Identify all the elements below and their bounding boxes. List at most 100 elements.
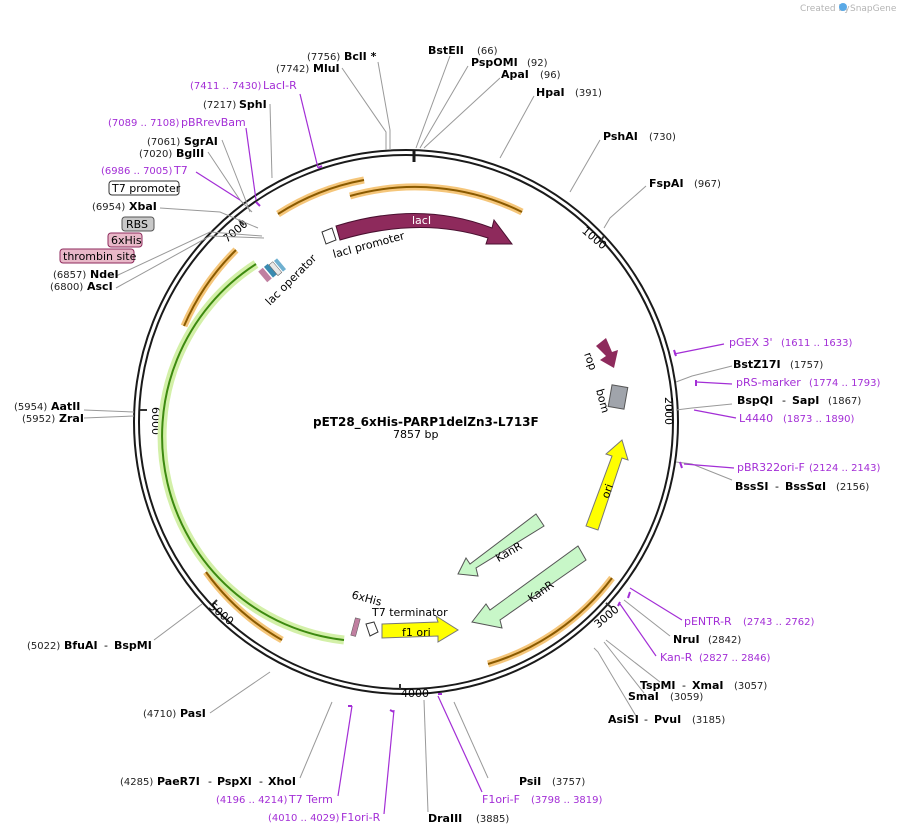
svg-text:-: -	[682, 679, 686, 692]
enzyme-name: NdeI	[90, 268, 119, 281]
lac-operator-cluster	[258, 258, 287, 283]
enzyme-pos: (66)	[477, 46, 498, 57]
enzyme-name: TspMI	[640, 679, 676, 692]
boxed-label-6xhis: 6xHis	[111, 234, 142, 247]
enzyme-pos: (6800)	[50, 282, 83, 293]
primer-name: F1ori-F	[482, 793, 520, 806]
enzyme-pos: (7020)	[139, 149, 172, 160]
primer-name: pENTR-R	[684, 615, 732, 628]
enzyme-pos: (4285)	[120, 777, 153, 788]
primer-pos: (1611 .. 1633)	[781, 338, 853, 349]
rop-label: rop	[581, 351, 599, 372]
primer-pos: (6986 .. 7005)	[101, 166, 173, 177]
enzyme-pos: (730)	[649, 132, 676, 143]
tick-label-1000: 1000	[579, 224, 609, 252]
enzyme-pos: (3185)	[692, 715, 725, 726]
ori-label: ori	[599, 482, 616, 500]
f1-ori-arrow	[381, 614, 459, 643]
tick-label-7000: 7000	[220, 217, 250, 245]
enzyme-name: SphI	[239, 98, 267, 111]
enzyme-name: BssSI	[735, 480, 769, 493]
primer-marks	[255, 165, 697, 713]
primer-pos: (2743 .. 2762)	[743, 617, 815, 628]
enzyme-pos: (3885)	[476, 814, 509, 825]
enzyme-name: PasI	[180, 707, 206, 720]
primer-name: LacI-R	[263, 79, 297, 92]
primer-labels: (7411 .. 7430) LacI-R (7089 .. 7108) pBR…	[101, 79, 881, 824]
enzyme-name: BstZ17I	[733, 358, 781, 371]
svg-text:-: -	[104, 639, 108, 652]
enzyme-name: DraIII	[428, 812, 462, 825]
enzyme-name: PshAI	[603, 130, 638, 143]
enzyme-pos: (6954)	[92, 202, 125, 213]
enzyme-pos: (3057)	[734, 681, 767, 692]
enzyme-name: NruI	[673, 633, 700, 646]
enzyme-name: ZraI	[59, 412, 84, 425]
enzyme-pos: (2842)	[708, 635, 741, 646]
primer-name: pGEX 3'	[729, 336, 773, 349]
his-tag-label: 6xHis	[350, 588, 383, 609]
enzyme-name: XbaI	[129, 200, 157, 213]
primer-pos: (1873 .. 1890)	[783, 414, 855, 425]
enzyme-pos: (391)	[575, 88, 602, 99]
bom-box	[607, 384, 629, 410]
enzyme-name: BspQI	[737, 394, 773, 407]
enzyme-name: BssSαI	[785, 480, 826, 493]
primer-pos: (7089 .. 7108)	[108, 118, 180, 129]
enzyme-name: BglII	[176, 147, 204, 160]
primer-pos: (4196 .. 4214)	[216, 795, 288, 806]
enzyme-pos: (3757)	[552, 777, 585, 788]
enzyme-name: PaeR7I	[157, 775, 200, 788]
enzyme-labels: (7756) BclI * (7742) MluI (7217) SphI (7…	[14, 44, 869, 825]
enzyme-pos: (5954)	[14, 402, 47, 413]
enzyme-name: SmaI	[628, 690, 659, 703]
backbone-outer	[133, 149, 679, 695]
enzyme-pos: (4710)	[143, 709, 176, 720]
primer-pos: (2827 .. 2846)	[699, 653, 771, 664]
enzyme-pos: (7217)	[203, 100, 236, 111]
leader-lines	[83, 55, 733, 813]
primer-name: T7	[173, 164, 188, 177]
primer-name: T7 Term	[288, 793, 333, 806]
enzyme-pos: (1867)	[828, 396, 861, 407]
svg-text:-: -	[644, 713, 648, 726]
tick-label-2000: 2000	[662, 397, 675, 425]
enzyme-pos: (92)	[527, 58, 548, 69]
enzyme-pos: (7756)	[307, 52, 340, 63]
enzyme-name: BstEII	[428, 44, 464, 57]
enzyme-pos: (6857)	[53, 270, 86, 281]
enzyme-pos: (7742)	[276, 64, 309, 75]
laci-arrow[interactable]	[335, 213, 513, 245]
credit-text: Created by	[800, 4, 850, 14]
f1-ori-label: f1 ori	[402, 626, 431, 639]
enzyme-name: XmaI	[692, 679, 723, 692]
enzyme-name: FspAI	[649, 177, 684, 190]
enzyme-name: XhoI	[268, 775, 296, 788]
primer-leader-lines	[195, 93, 737, 815]
orf-arcs	[157, 176, 615, 668]
enzyme-pos: (2156)	[836, 482, 869, 493]
enzyme-pos: (5952)	[22, 414, 55, 425]
enzyme-name: BfuAI	[64, 639, 98, 652]
boxed-label-thrombin-site: thrombin site	[63, 250, 137, 263]
bom-label: bom	[593, 387, 612, 414]
laci-promoter-arrow	[321, 227, 337, 245]
boxed-labels: T7 promoter RBS 6xHis thrombin site	[59, 180, 181, 264]
enzyme-name: AscI	[87, 280, 113, 293]
enzyme-pos: (3059)	[670, 692, 703, 703]
enzyme-name: PspOMI	[471, 56, 518, 69]
primer-pos: (1774 .. 1793)	[809, 378, 881, 389]
primer-pos: (2124 .. 2143)	[809, 463, 881, 474]
enzyme-name: PsiI	[519, 775, 541, 788]
svg-text:-: -	[782, 394, 786, 407]
enzyme-name: PspXI	[217, 775, 252, 788]
svg-text:-: -	[208, 775, 212, 788]
credit-brand: SnapGene	[850, 4, 897, 14]
enzyme-pos: (5022)	[27, 641, 60, 652]
enzyme-name: BclI *	[344, 50, 377, 63]
primer-name: pBR322ori-F	[737, 461, 805, 474]
primer-name: F1ori-R	[341, 811, 381, 824]
t7-terminator-label: T7 terminator	[371, 606, 448, 619]
enzyme-name: AsiSI	[608, 713, 639, 726]
